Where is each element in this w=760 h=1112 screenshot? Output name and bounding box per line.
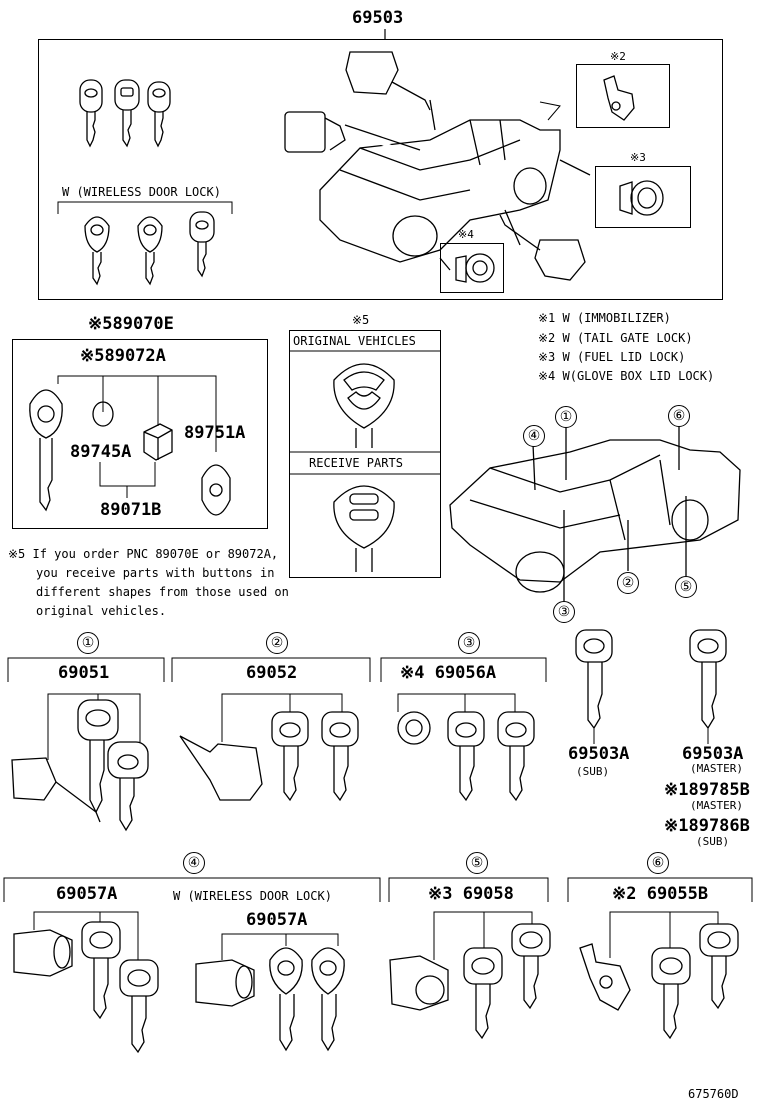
part-69052: 69052 [246,663,298,683]
key-icon [78,700,118,812]
key-icon [576,630,612,728]
group-callout-5: ⑤ [466,852,488,874]
group-callout-6: ⑥ [647,852,669,874]
fuel-lid-lock-box [595,166,691,228]
part-89071b: 89071B [100,500,162,520]
note-fuel-lid: ※3 W (FUEL LID LOCK) [538,350,686,364]
callout-6: ⑥ [668,405,690,427]
footnote-line-2: you receive parts with buttons in [36,566,275,580]
part-89745a: 89745A [70,442,132,462]
part-69057a-wireless: 69057A [246,910,308,930]
wireless-door-lock-label-2: W (WIRELESS DOOR LOCK) [173,889,332,903]
note-tail-gate: ※2 W (TAIL GATE LOCK) [538,331,693,345]
key-icon [85,217,109,284]
key-icon [272,712,308,800]
part-69057a: 69057A [56,884,118,904]
footnote-line-3: different shapes from those used on [36,585,289,599]
note-immobilizer: ※1 W (IMMOBILIZER) [538,311,671,325]
key-icon [448,712,484,800]
key-icon [690,630,726,728]
key-icon [312,948,344,1050]
key-icon [512,924,550,1008]
part-69503a-master: 69503A [682,744,744,764]
sub-label-2: (SUB) [696,835,730,848]
diagram-id: 675760D [688,1087,739,1101]
shape-box [289,330,441,578]
part-89751a: 89751A [184,423,246,443]
callout-2: ② [617,572,639,594]
part-89072a: ※589072A [80,346,166,366]
part-69056a: ※4 69056A [400,663,497,683]
master-label-2: (MASTER) [690,799,743,812]
group-callout-3: ③ [458,632,480,654]
note4-mark: ※4 [458,228,474,241]
group-callout-4: ④ [183,852,205,874]
group-callout-2: ② [266,632,288,654]
key-icon [700,924,738,1008]
part-89785b: ※189785B [664,780,750,800]
key-icon [498,712,534,800]
part-69503a-sub: 69503A [568,744,630,764]
shape-mark: ※5 [352,313,370,327]
receive-parts-label: RECEIVE PARTS [309,456,403,470]
callout-3: ③ [553,601,575,623]
wireless-door-lock-label: W (WIRELESS DOOR LOCK) [60,185,223,199]
top-box [38,39,723,300]
note2-mark: ※2 [610,50,626,63]
key-icon [138,217,162,284]
callout-1: ① [555,406,577,428]
master-label: (MASTER) [690,762,743,775]
callout-4: ④ [523,425,545,447]
footnote-line-1: ※5 If you order PNC 89070E or 89072A, [8,547,279,561]
key-icon [120,960,158,1052]
key-icon [270,948,302,1050]
footnote-line-4: original vehicles. [36,604,167,618]
key-icon [80,80,102,146]
key-icon [115,80,139,146]
part-69503: 69503 [352,8,404,28]
kit-box [12,339,268,529]
part-89786b: ※189786B [664,816,750,836]
glove-box-lock-box [440,243,504,293]
original-vehicles-label: ORIGINAL VEHICLES [293,334,416,348]
key-icon [322,712,358,800]
part-69055b: ※2 69055B [612,884,709,904]
tailgate-lock-box [576,64,670,128]
note3-mark: ※3 [630,151,646,164]
key-icon [148,82,170,146]
sub-label: (SUB) [576,765,610,778]
key-icon [464,948,502,1038]
part-69051: 69051 [58,663,110,683]
key-icon [82,922,120,1018]
group-callout-1: ① [77,632,99,654]
key-icon [652,948,690,1038]
key-icon [108,742,148,830]
part-89070e: ※589070E [88,314,174,334]
callout-5: ⑤ [675,576,697,598]
note-glove-box: ※4 W(GLOVE BOX LID LOCK) [538,369,715,383]
key-icon [30,390,62,438]
part-69058: ※3 69058 [428,884,514,904]
key-icon [190,212,214,276]
